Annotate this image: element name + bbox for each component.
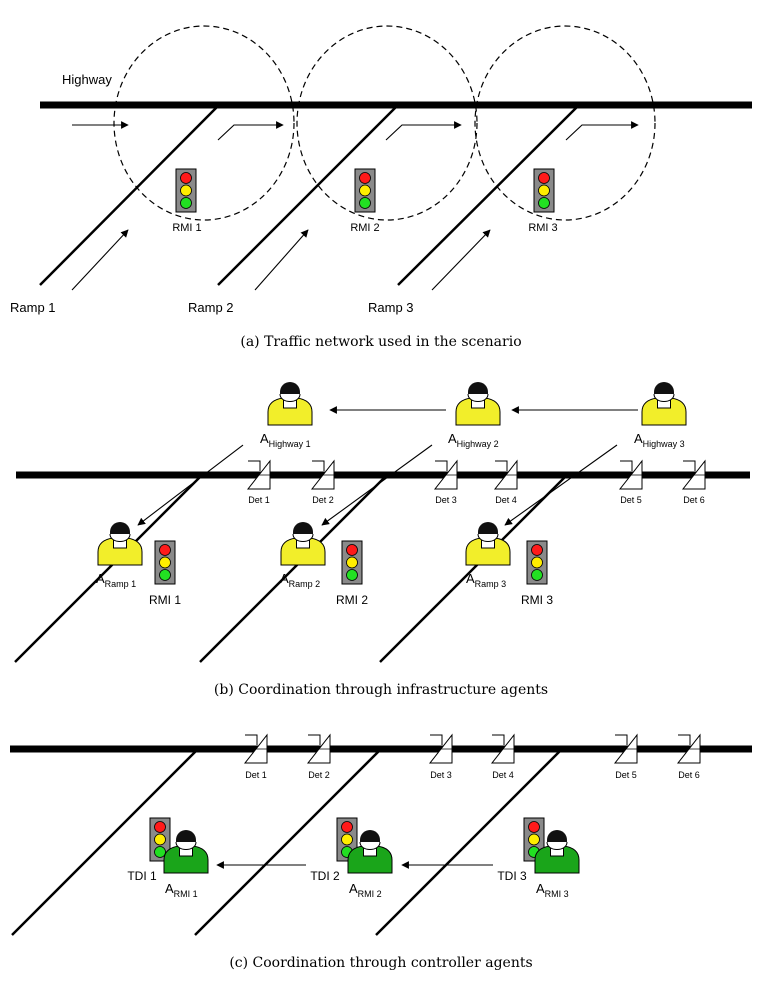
meter-label-2: RMI 2 xyxy=(350,222,379,234)
detector-icon xyxy=(613,733,638,764)
ramp-road-3 xyxy=(397,106,578,286)
merge-flow-arrow-3 xyxy=(565,121,639,141)
ramp-road-3 xyxy=(375,750,561,936)
detector-icon xyxy=(493,459,518,490)
influence-zones xyxy=(113,25,656,221)
highway-label: Highway xyxy=(62,72,112,87)
tdi-label-1: TDI 1 xyxy=(127,869,157,883)
ramp-roads xyxy=(39,106,578,286)
merge-flow-arrow-1 xyxy=(217,121,284,141)
traffic-light-icon xyxy=(149,817,171,862)
ramp-flow-arrow-3 xyxy=(431,229,491,291)
detector-label-4: Det 4 xyxy=(495,495,517,505)
user-icon xyxy=(455,382,501,426)
ramp-road-3 xyxy=(379,476,566,663)
meter-label-3: RMI 3 xyxy=(528,222,557,234)
tdi-label-3: TDI 3 xyxy=(497,869,527,883)
detector-label-5: Det 5 xyxy=(615,770,637,780)
agent-label-rmi-3: ARMI 3 xyxy=(536,881,569,899)
ramp-road-1 xyxy=(14,476,201,663)
ramp-label-1: Ramp 1 xyxy=(10,300,56,315)
detector-icon xyxy=(490,733,515,764)
agent-label-highway-2: AHighway 2 xyxy=(448,431,499,449)
agent-label-rmi-2: ARMI 2 xyxy=(349,881,382,899)
caption-c: (c) Coordination through controller agen… xyxy=(229,955,532,971)
user-icon xyxy=(163,830,209,874)
detector-label-1: Det 1 xyxy=(248,495,270,505)
agent-label-ramp-2: ARamp 2 xyxy=(280,571,320,589)
ramp-road-1 xyxy=(39,106,218,286)
influence-zone-1 xyxy=(113,25,295,221)
detector-icon xyxy=(246,459,271,490)
ramp-label-3: Ramp 3 xyxy=(368,300,414,315)
user-icon xyxy=(641,382,687,426)
tdi-label-2: TDI 2 xyxy=(310,869,340,883)
meter-label-1: RMI 1 xyxy=(172,222,201,234)
user-icon xyxy=(280,522,326,566)
ramp-flow-arrow-2 xyxy=(254,229,309,291)
influence-zone-3 xyxy=(474,25,656,221)
ramp-label-2: Ramp 2 xyxy=(188,300,234,315)
detector-label-4: Det 4 xyxy=(492,770,514,780)
meter-label-2: RMI 2 xyxy=(336,593,368,607)
user-icon xyxy=(347,830,393,874)
ramp-road-2 xyxy=(194,750,380,936)
detector-label-3: Det 3 xyxy=(430,770,452,780)
communication-arrows xyxy=(137,406,638,526)
detector-icon xyxy=(428,733,453,764)
detector-label-6: Det 6 xyxy=(678,770,700,780)
agent-arrow-highway3-to-ramp3 xyxy=(504,444,618,526)
merge-flow-arrow-2 xyxy=(385,121,462,141)
agent-arrow-highway2-to-ramp2 xyxy=(321,444,433,526)
caption-a: (a) Traffic network used in the scenario xyxy=(240,334,521,350)
meter-label-3: RMI 3 xyxy=(521,593,553,607)
agent-label-ramp-1: ARamp 1 xyxy=(96,571,136,589)
meter-label-1: RMI 1 xyxy=(149,593,181,607)
ramp-roads xyxy=(14,476,566,663)
detector-label-3: Det 3 xyxy=(435,495,457,505)
agent-label-highway-3: AHighway 3 xyxy=(634,431,685,449)
agent-label-highway-1: AHighway 1 xyxy=(260,431,311,449)
user-icon xyxy=(465,522,511,566)
detector-icon xyxy=(310,459,335,490)
detector-icon xyxy=(618,459,643,490)
detector-label-1: Det 1 xyxy=(245,770,267,780)
detector-label-6: Det 6 xyxy=(683,495,705,505)
detector-label-2: Det 2 xyxy=(312,495,334,505)
panel-a: Highway xyxy=(10,25,752,350)
panel-c: Det 1 Det 2 Det 3 Det 4 Det 5 Det 6 xyxy=(10,733,752,971)
detector-icon xyxy=(433,459,458,490)
traffic-light-icon xyxy=(354,168,376,213)
caption-b: (b) Coordination through infrastructure … xyxy=(214,682,548,698)
ramp-road-2 xyxy=(199,476,386,663)
traffic-light-icon xyxy=(526,540,548,585)
traffic-light-icon xyxy=(154,540,176,585)
panel-b: Det 1 Det 2 Det 3 Det 4 Det 5 Det 6 xyxy=(14,382,750,698)
detector-label-2: Det 2 xyxy=(308,770,330,780)
detector-icon xyxy=(306,733,331,764)
user-icon xyxy=(534,830,580,874)
traffic-light-icon xyxy=(175,168,197,213)
ramp-road-2 xyxy=(217,106,397,286)
user-icon xyxy=(267,382,313,426)
flow-arrows xyxy=(71,121,639,291)
agent-label-ramp-3: ARamp 3 xyxy=(466,571,506,589)
agent-label-rmi-1: ARMI 1 xyxy=(165,881,198,899)
traffic-light-icon xyxy=(341,540,363,585)
detector-icon xyxy=(676,733,701,764)
user-icon xyxy=(97,522,143,566)
ramp-flow-arrow-1 xyxy=(71,229,129,291)
ramp-roads xyxy=(11,750,561,936)
traffic-light-icon xyxy=(533,168,555,213)
detector-icon xyxy=(243,733,268,764)
ramp-road-1 xyxy=(11,750,197,936)
influence-zone-2 xyxy=(296,25,478,221)
agent-arrow-highway1-to-ramp1 xyxy=(137,444,244,526)
detector-icon xyxy=(681,459,706,490)
detector-label-5: Det 5 xyxy=(620,495,642,505)
